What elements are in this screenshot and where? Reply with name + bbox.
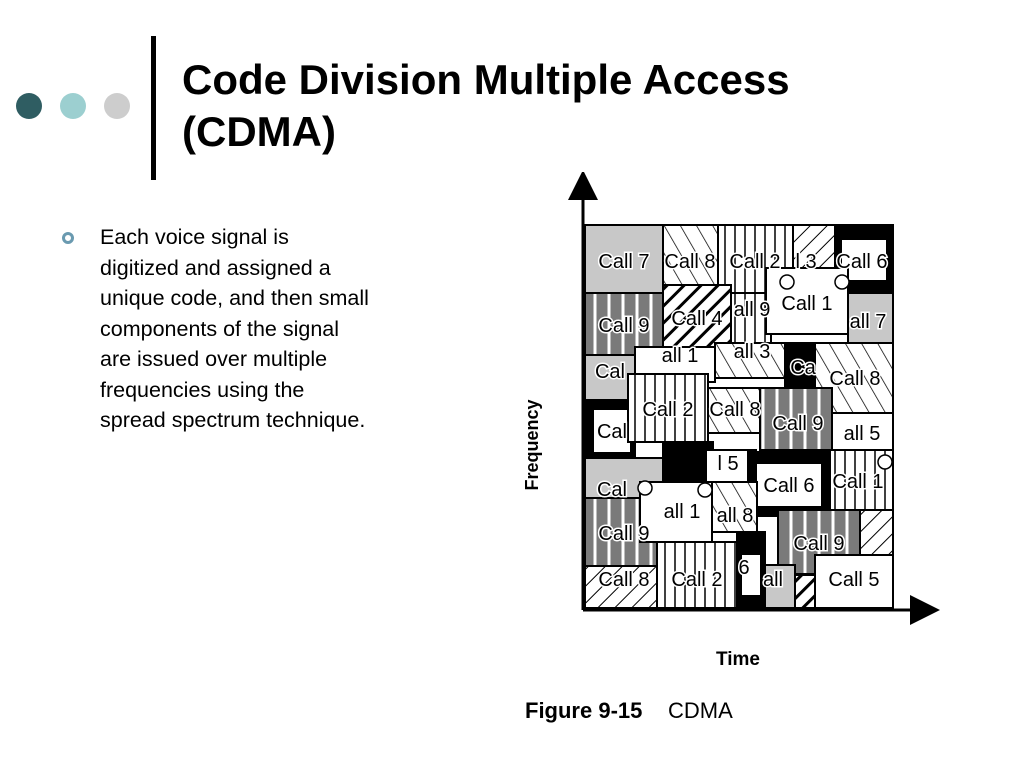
bullet-line: frequencies using the (100, 377, 305, 402)
call-label: all 7 (850, 311, 887, 333)
call-label: Call 7 (598, 251, 649, 273)
x-axis-label: Time (716, 649, 760, 670)
bullet-line: are issued over multiple (100, 347, 328, 371)
call-label: Call 5 (828, 569, 879, 591)
call-label: Cal (597, 479, 627, 501)
decorative-dots (16, 93, 136, 121)
bullet-line: digitized and assigned a (100, 255, 331, 280)
hollow-circle-bullet-icon (62, 232, 74, 244)
call-label: Cal (597, 421, 627, 443)
call-label: Call 6 (836, 251, 887, 273)
call-circle-accent (637, 480, 653, 496)
cell (759, 387, 833, 451)
call-label: Call 8 (664, 251, 715, 273)
call-circle-accent (834, 274, 850, 290)
slide-title: Code Division Multiple Access (CDMA) (182, 54, 982, 158)
bullet-line: components of the signal (100, 316, 340, 341)
cell (764, 564, 796, 609)
call-label: all 3 (734, 341, 771, 363)
cell (707, 387, 764, 434)
cdma-figure: Call 7 Call 8 Call 2 l 3 Call 6 Call 9 C… (510, 172, 950, 742)
cell (584, 565, 658, 609)
cell (662, 284, 732, 348)
call-label: Call 9 (598, 523, 649, 545)
cell (656, 541, 738, 609)
dot-dark-teal (16, 93, 42, 119)
call-label: all 9 (734, 299, 771, 321)
title-line-2: (CDMA) (182, 108, 336, 155)
call-label: Call 8 (829, 368, 880, 390)
call-label: all 1 (664, 501, 701, 523)
call-label: l 5 (717, 453, 738, 475)
call-label: all 8 (717, 505, 754, 527)
call-label: Call 1 (781, 293, 832, 315)
call-label: Call 8 (709, 399, 760, 421)
cell (584, 354, 636, 401)
call-label: Call 1 (832, 471, 883, 493)
title-divider-bar (151, 36, 156, 180)
bullet-paragraph: Each voice signal is digitized and assig… (100, 222, 440, 436)
cell (714, 342, 786, 379)
bullet-line: spread spectrum technique. (100, 408, 366, 432)
bullet-line: Each voice signal is (100, 225, 289, 249)
call-label: Call 2 (642, 399, 693, 421)
cell (711, 481, 758, 533)
call-label: Call 2 (671, 569, 722, 591)
call-label: Call 9 (772, 413, 823, 435)
cell (594, 410, 630, 452)
cell (742, 555, 760, 595)
cell (757, 464, 821, 506)
call-label: Ca (790, 357, 816, 379)
call-label: all (763, 569, 783, 591)
call-label: Call 8 (598, 569, 649, 591)
cell (794, 574, 816, 609)
call-label: Call 4 (671, 308, 722, 330)
cdma-diagram: Call 7 Call 8 Call 2 l 3 Call 6 Call 9 C… (522, 172, 940, 723)
figure-caption-number: Figure 9-15 (525, 698, 642, 723)
call-circle-accent (697, 482, 713, 498)
cell (627, 373, 709, 443)
cell (831, 412, 894, 456)
call-label: all 1 (662, 345, 699, 367)
call-label: l 3 (795, 251, 816, 273)
call-label: Cal (595, 361, 625, 383)
y-axis-label: Frequency (522, 399, 542, 490)
dot-gray (104, 93, 130, 119)
call-label: Call 9 (598, 315, 649, 337)
bullet-line: unique code, and then small (100, 286, 369, 310)
call-label: all 5 (844, 423, 881, 445)
call-circle-accent (877, 454, 893, 470)
call-label: Call 9 (793, 533, 844, 555)
call-label: Call 6 (763, 475, 814, 497)
cell (765, 267, 849, 335)
figure-caption-text: CDMA (668, 698, 733, 723)
call-label: Call 2 (729, 251, 780, 273)
dot-light-teal (60, 93, 86, 119)
cell (847, 292, 894, 344)
call-label: 6 (738, 557, 749, 579)
cell (814, 554, 894, 609)
call-circle-accent (779, 274, 795, 290)
title-line-1: Code Division Multiple Access (182, 56, 790, 103)
cell (842, 240, 886, 280)
